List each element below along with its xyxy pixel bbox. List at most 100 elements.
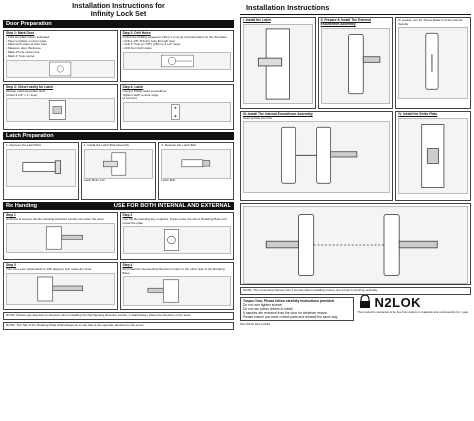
step-line: Chisel 2 1/4" x 1" deep [6, 92, 38, 97]
install-step-ii-b: IF needed, turn the Torque Blade to fit … [395, 17, 471, 109]
install-steps-mid: III. Install The Internal Escutcheon Ass… [240, 111, 471, 201]
rehanding-note: NOTE: Please pay attention to direction … [3, 312, 234, 320]
step-text: 2. Install the Latch Bolt Assembly [83, 143, 130, 147]
step-line: • Drill from both sides [122, 46, 152, 51]
lock-logo-icon [359, 295, 370, 309]
step-line: • Mark 2"hole center line [6, 49, 40, 54]
checklist-item: If handles are removed from the door for… [243, 310, 328, 315]
step-text: Re-Install the Re-handing Direction Limi… [122, 266, 225, 275]
checklist-row: Torque-Turn, Please follow carefully ins… [240, 295, 471, 321]
door-prep-steps: Step 1: Mark Door • Fold template where … [3, 30, 234, 130]
latch-step-3: 3. Release the Latch Bolt Latch Bolt [158, 142, 234, 200]
step-label: Step 3 [6, 263, 16, 267]
internal-escutcheon-illustration [243, 121, 391, 194]
latch-bolt-caption: Latch Bolt [161, 177, 176, 182]
rehand-step-1: Step 1 Unscrew & remove the Re-handing D… [3, 212, 118, 260]
rehanding-subtitle: USE FOR BOTH INTERNAL AND EXTERNAL [113, 203, 231, 209]
step-label: IV. Install the Strike Plate [398, 112, 438, 116]
step-text: 1. Depress the Latch Bolt [6, 143, 41, 147]
latch-screw-illustration [122, 102, 231, 123]
latch-prep-steps: 1. Depress the Latch Bolt 2. Install the… [3, 142, 234, 200]
install-steps-top: I. Install the Latch II. Prepare & Insta… [240, 17, 471, 109]
checklist-title: Torque-Turn, Please follow carefully ins… [243, 298, 334, 303]
brand-logo: N2LOK [374, 294, 422, 310]
left-column: Installation Instructions for Infinity L… [3, 2, 234, 412]
step-line: • Mark both sides of door face [6, 42, 47, 47]
connecting-sleeve-note: NOTE: The connecting Sleeve has 2 Arrows… [240, 287, 471, 295]
step-text: Unscrew & remove the Re-handing Directio… [6, 216, 104, 221]
latch-install-illustration [83, 148, 154, 179]
step-text: Turn the Lever downwards to 180 degrees … [6, 266, 92, 271]
step-line: Tighten latch to door edge [122, 92, 159, 97]
checklist-box: Torque-Turn, Please follow carefully ins… [240, 296, 354, 321]
rehand-step-4: Step 4 Re-Install the Re-handing Directi… [119, 262, 234, 310]
step-line: Follow the Drilling sequence (Step 1 to … [122, 34, 227, 39]
latch-step-1: 1. Depress the Latch Bolt [3, 142, 79, 200]
step-line: Mortise Latch faceplate flush [6, 88, 46, 93]
latch-bolt-lock-caption: Latch Bolt Lock [83, 177, 105, 182]
right-column: Installation Instructions I. Install the… [240, 2, 471, 412]
limiter-reinstall-illustration [122, 276, 231, 307]
document-code: N2L-INF-IN Rev.A 01/18 [240, 321, 271, 326]
door-step-3: Step 3: Chisel cavity for Latch Mortise … [3, 84, 118, 130]
step-label: Step 2: Drill Holes [122, 31, 151, 35]
lever-rotate-illustration [6, 272, 115, 305]
latch-bolt-illustration [6, 148, 76, 187]
step-line: • Tape template on door edge [6, 38, 47, 43]
rotating-plate-illustration [122, 226, 231, 255]
latch-prep-header: Latch Preparation [3, 132, 234, 140]
step-line: Using 2 Phillip head screwdriver [122, 88, 167, 93]
drill-illustration [122, 51, 231, 70]
step-text: Use the Re-handing key supplied. Press u… [122, 216, 227, 225]
rotating-plate-note: NOTE: The Tab of the Rotating Plate shal… [3, 321, 234, 330]
door-step-4: Step 4: Latch Using 2 Phillip head screw… [119, 84, 234, 130]
step-label: Step 3: Chisel cavity for Latch [6, 85, 54, 89]
title-line-2: Infinity Lock Set [90, 9, 147, 18]
door-prep-header: Door Preparation [3, 20, 234, 28]
title-line-1: Installation Instructions for [72, 1, 165, 10]
rehanding-steps: Step 1 Unscrew & remove the Re-handing D… [3, 212, 234, 310]
step-label: Step 2 [122, 213, 133, 217]
checklist-item: Do not over tighten screws [243, 302, 283, 307]
step-line: • Mark 2" hole center [6, 53, 35, 58]
torque-blade-illustration [398, 27, 468, 99]
step-label: Step 4 [122, 263, 133, 267]
latch-release-illustration [161, 148, 231, 179]
latch-install-illustration [243, 23, 313, 104]
step-label: Step 1 [6, 213, 16, 217]
brand-row: N2LOK [358, 295, 471, 310]
chisel-illustration [6, 98, 115, 123]
step-line: • Fold template where indicated [6, 34, 50, 39]
step-label: I. Install the Latch [243, 18, 271, 22]
door-step-2: Step 2: Drill Holes Follow the Drilling … [119, 30, 234, 82]
spindle-note: Insert spindle into hole [243, 115, 272, 120]
step-line: • Drill 2 1/8" (54mm) hole through door [122, 38, 176, 43]
assembly-diagram [240, 203, 471, 285]
step-text: 3. Release the Latch Bolt [161, 143, 196, 147]
rehand-step-3: Step 3 Turn the Lever downwards to 180 d… [3, 262, 118, 310]
external-escutcheon-illustration [320, 27, 391, 104]
step-label: Step 1: Mark Door [6, 31, 35, 35]
checklist-item: Do not use power drivers to install [243, 306, 293, 311]
step-label: Step 4: Latch [122, 85, 144, 89]
warranty-text: This product is warranted to be free fro… [357, 309, 469, 314]
install-step-iv: IV. Install the Strike Plate [395, 111, 471, 201]
strike-plate-illustration [398, 117, 468, 194]
torque-note: IF needed, turn the Torque Blade to fit … [398, 18, 463, 26]
latch-step-2: 2. Install the Latch Bolt Assembly Latch… [80, 142, 157, 200]
exploded-view-illustration [243, 206, 468, 284]
install-step-ii: II. Prepare & Install The External Escut… [317, 17, 394, 109]
rehanding-header: Re Handing USE FOR BOTH INTERNAL AND EXT… [3, 202, 234, 210]
step-label: II. Prepare & Install The External Escut… [320, 18, 372, 26]
door-template-illustration [6, 59, 115, 78]
title-rule [240, 14, 471, 15]
brand-block: N2LOK This product is warranted to be fr… [358, 295, 471, 314]
step-line: • Measure door thickness [6, 46, 41, 51]
limiter-illustration [6, 222, 115, 253]
door-step-1: Step 1: Mark Door • Fold template where … [3, 30, 118, 82]
install-step-iii: III. Install The Internal Escutcheon Ass… [240, 111, 394, 201]
page-title: Installation Instructions for Infinity L… [3, 2, 234, 18]
install-step-i: I. Install the Latch [240, 17, 316, 109]
rehanding-title: Re Handing [6, 203, 38, 209]
